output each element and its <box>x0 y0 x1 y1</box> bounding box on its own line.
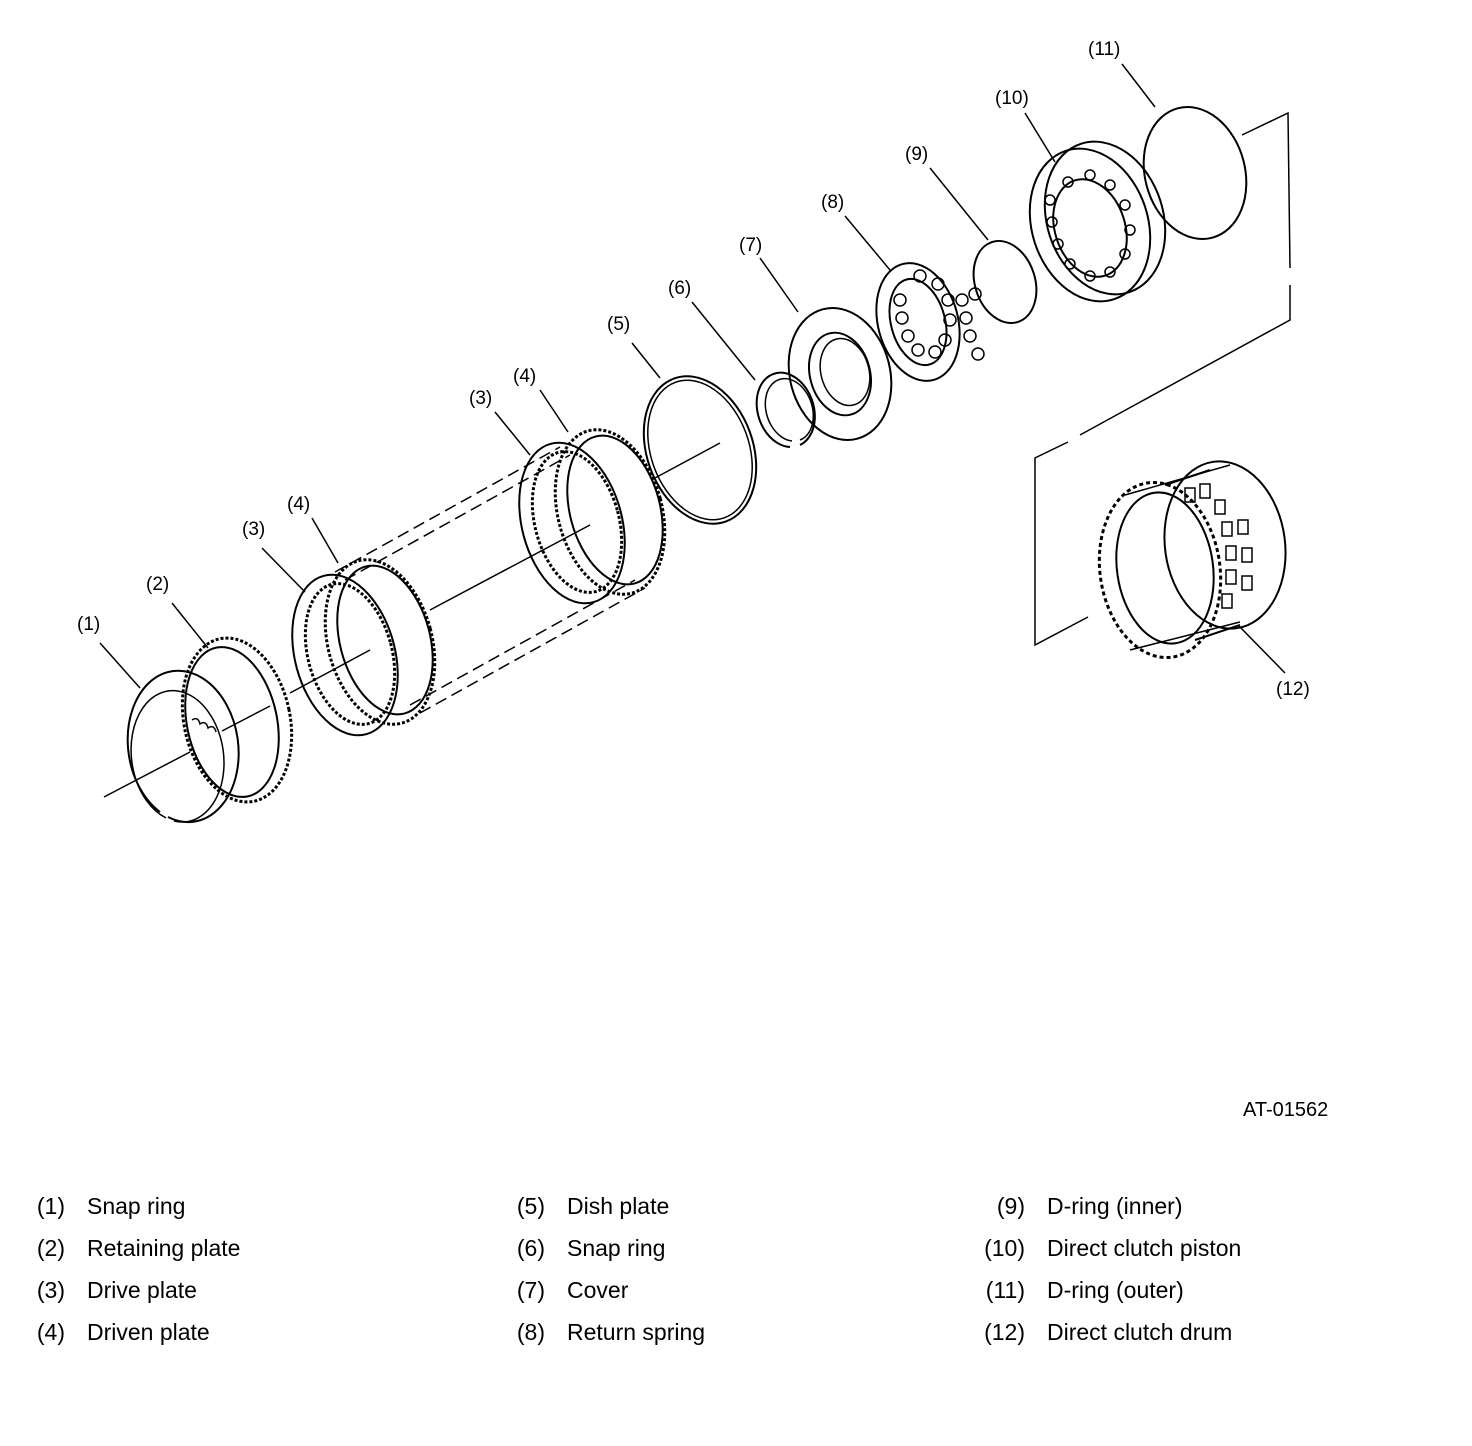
figure-id: AT-01562 <box>1243 1099 1329 1121</box>
legend-item: (7) Cover <box>495 1269 705 1311</box>
snap-ring-6 <box>755 371 816 448</box>
assembly-axis <box>103 442 721 798</box>
legend-number: (6) <box>516 1235 545 1261</box>
direct-clutch-drum <box>1097 460 1287 660</box>
callout-11: (11) <box>1088 39 1120 60</box>
legend-number: (12) <box>984 1319 1025 1345</box>
callout-2: (2) <box>146 574 169 595</box>
legend-number: (2) <box>36 1235 65 1261</box>
legend-item: (12) Direct clutch drum <box>975 1311 1241 1353</box>
legend-label: Cover <box>567 1277 629 1303</box>
callout-3a: (3) <box>242 519 265 540</box>
callout-4b: (4) <box>513 366 536 387</box>
legend-label: Direct clutch drum <box>1047 1319 1233 1345</box>
legend-label: Direct clutch piston <box>1047 1235 1242 1261</box>
legend-item: (5) Dish plate <box>495 1185 705 1227</box>
callout-1: (1) <box>77 614 100 635</box>
callout-7: (7) <box>739 235 762 256</box>
legend-item: (8) Return spring <box>495 1311 705 1353</box>
legend-label: Driven plate <box>87 1319 210 1345</box>
legend-number: (1) <box>36 1193 65 1219</box>
legend-item: (2) Retaining plate <box>15 1227 241 1269</box>
legend-label: Drive plate <box>87 1277 197 1303</box>
legend-label: Retaining plate <box>87 1235 241 1261</box>
exploded-view-diagram: (1) (2) (3) (4) (3) (4) (5) (6) (7) (8) … <box>77 39 1310 824</box>
plate-stack-guides <box>334 446 646 714</box>
leader-lines <box>99 63 1286 689</box>
plate-stack-front <box>291 558 437 737</box>
callout-5: (5) <box>607 314 630 335</box>
legend-number: (11) <box>985 1277 1025 1303</box>
legend-number: (7) <box>516 1277 545 1303</box>
snap-ring-1 <box>126 669 240 824</box>
legend-label: Return spring <box>567 1319 706 1345</box>
legend-item: (1) Snap ring <box>15 1185 240 1227</box>
legend-column-1: (1) Snap ring (2) Retaining plate (3) Drive… <box>15 1185 241 1353</box>
legend-number: (10) <box>984 1235 1025 1261</box>
dish-plate <box>642 375 758 525</box>
callout-12: (12) <box>1276 679 1310 700</box>
legend-item: (4) Driven plate <box>15 1311 240 1353</box>
legend-column-2: (5) Dish plate (6) Snap ring (7) Cover (8) R… <box>495 1185 705 1353</box>
legend-label: D-ring (inner) <box>1047 1193 1183 1219</box>
callout-8: (8) <box>821 192 844 213</box>
plate-stack-rear <box>518 428 667 605</box>
legend-column-3: (9) D-ring (inner) (10) Direct clutch pist… <box>975 1185 1241 1353</box>
legend-label: Dish plate <box>567 1193 670 1219</box>
d-ring-outer <box>1142 106 1248 240</box>
callout-4a: (4) <box>287 494 310 515</box>
legend-number: (3) <box>36 1277 65 1303</box>
legend-label: Snap ring <box>87 1193 186 1219</box>
callout-10: (10) <box>995 88 1029 109</box>
legend-number: (8) <box>516 1319 545 1345</box>
group-bracket <box>1034 111 1291 647</box>
direct-clutch-piston <box>1028 140 1167 303</box>
legend-item: (6) Snap ring <box>495 1227 705 1269</box>
legend-label: Snap ring <box>567 1235 666 1261</box>
legend-label: D-ring (outer) <box>1047 1277 1184 1303</box>
callout-labels: (1) (2) (3) (4) (3) (4) (5) (6) (7) (8) … <box>77 39 1310 700</box>
d-ring-inner <box>972 239 1038 325</box>
cover <box>787 307 893 441</box>
legend-item: (11) D-ring (outer) <box>975 1269 1241 1311</box>
legend-number: (9) <box>996 1193 1025 1219</box>
legend-number: (5) <box>516 1193 545 1219</box>
legend-item: (10) Direct clutch piston <box>975 1227 1241 1269</box>
retaining-plate <box>180 636 294 804</box>
legend-item: (3) Drive plate <box>15 1269 240 1311</box>
return-spring <box>875 262 985 382</box>
callout-9: (9) <box>905 144 928 165</box>
callout-6: (6) <box>668 278 691 299</box>
callout-3b: (3) <box>469 388 492 409</box>
legend-number: (4) <box>36 1319 65 1345</box>
legend-item: (9) D-ring (inner) <box>975 1185 1241 1227</box>
